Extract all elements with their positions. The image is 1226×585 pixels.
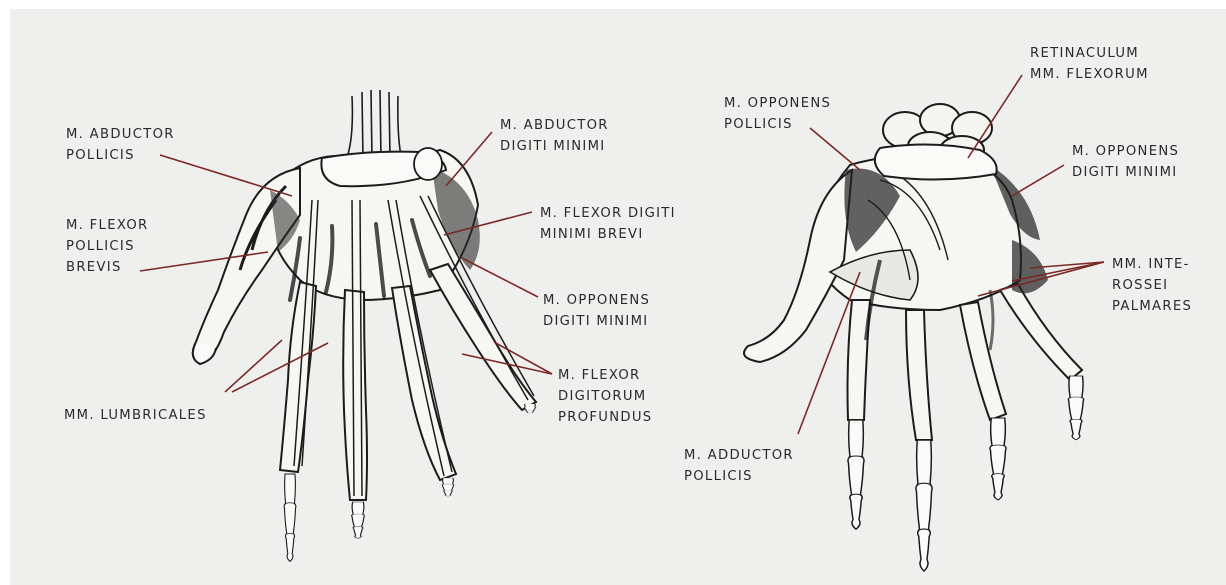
label-mm-interossei-palmares: MM. INTE- ROSSEI PALMARES: [1112, 254, 1192, 317]
left-hand-drawing: [193, 90, 536, 561]
label-flexor-digiti-minimi-brevi: M. FLEXOR DIGITI MINIMI BREVI: [540, 203, 676, 245]
right-hand-drawing: [744, 104, 1084, 571]
label-flexor-pollicis-brevis: M. FLEXOR POLLICIS BREVIS: [66, 215, 148, 278]
label-opponens-digiti-minimi-right: M. OPPONENS DIGITI MINIMI: [1072, 141, 1179, 183]
label-opponens-pollicis: M. OPPONENS POLLICIS: [724, 93, 831, 135]
label-abductor-pollicis: M. ABDUCTOR POLLICIS: [66, 124, 175, 166]
label-abductor-digiti-minimi: M. ABDUCTOR DIGITI MINIMI: [500, 115, 609, 157]
label-opponens-digiti-minimi-left: M. OPPONENS DIGITI MINIMI: [543, 290, 650, 332]
label-retinaculum-mm-flexorum: RETINACULUM MM. FLEXORUM: [1030, 43, 1149, 85]
label-adductor-pollicis: M. ADDUCTOR POLLICIS: [684, 445, 794, 487]
label-mm-lumbricales: MM. LUMBRICALES: [64, 405, 207, 426]
label-flexor-digitorum-profundus: M. FLEXOR DIGITORUM PROFUNDUS: [558, 365, 652, 428]
